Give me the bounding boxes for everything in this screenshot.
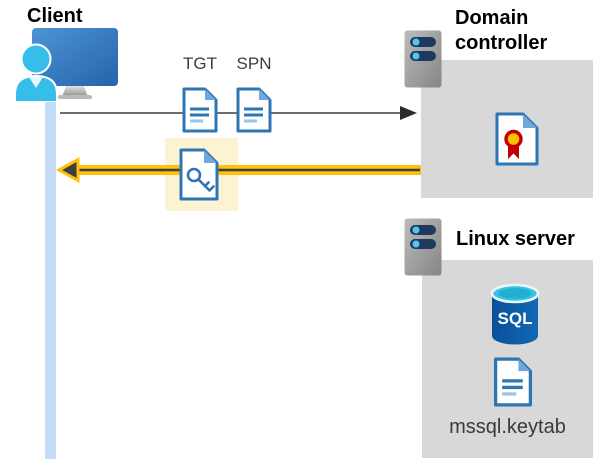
- linux-server-label: Linux server: [456, 228, 575, 250]
- spn-label: SPN: [236, 54, 272, 73]
- client-label: Client: [27, 5, 83, 27]
- sql-database-icon: SQL: [490, 283, 540, 345]
- tgt-label: TGT: [183, 54, 217, 73]
- tgt-document-icon: [182, 87, 218, 133]
- keytab-document-icon: [493, 357, 533, 407]
- sql-badge-text: SQL: [498, 309, 533, 328]
- user-icon: [14, 43, 58, 102]
- spn-document-icon: [236, 87, 272, 133]
- response-arrow: [55, 156, 421, 184]
- client-icon: [14, 28, 118, 102]
- keytab-label: mssql.keytab: [449, 416, 566, 438]
- monitor-icon: [32, 28, 118, 99]
- key-document-icon: [179, 148, 219, 201]
- linux-server-icon: [404, 218, 442, 276]
- client-lifeline-bar: [45, 92, 56, 459]
- request-arrow: [60, 106, 417, 120]
- domain-controller-server-icon: [404, 30, 442, 88]
- certificate-icon: [495, 112, 539, 166]
- domain-controller-label: Domain controller: [455, 7, 548, 54]
